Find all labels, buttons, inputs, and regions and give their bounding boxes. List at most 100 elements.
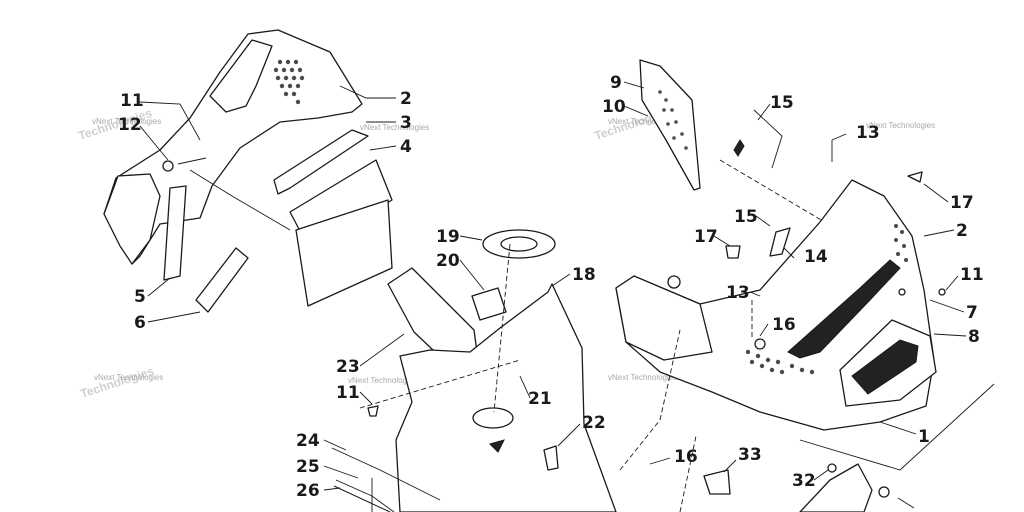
arrow-marker xyxy=(489,439,505,453)
foam-block-23 xyxy=(387,267,479,369)
watermark: vNext Technologies xyxy=(608,373,677,382)
watermark: vNext Technologies xyxy=(866,121,935,130)
decal-21 xyxy=(472,407,514,429)
fastener-32 xyxy=(827,463,837,473)
vent-holes xyxy=(273,59,305,105)
foam-strip-6 xyxy=(195,247,249,313)
callout-17: 17 xyxy=(950,193,974,213)
panel-lower-right xyxy=(799,463,873,512)
callout-18: 18 xyxy=(572,265,596,285)
callout-11: 11 xyxy=(960,265,984,285)
bracket-20 xyxy=(471,287,507,321)
trim-strip-24 xyxy=(331,447,441,501)
trim-strip-26 xyxy=(333,485,391,512)
deflector-vents xyxy=(658,90,688,150)
assembly-line xyxy=(619,329,681,471)
callout-11: 11 xyxy=(120,91,144,111)
callout-10: 10 xyxy=(602,97,626,117)
screw-11-center xyxy=(367,405,379,417)
grommet-16 xyxy=(754,338,766,350)
hood-vents xyxy=(745,349,815,375)
assembly-line xyxy=(719,159,829,225)
left-lower-panel xyxy=(103,173,161,265)
callout-13: 13 xyxy=(856,123,880,143)
watermark: vNext Technologies xyxy=(94,373,163,382)
deflector-9 xyxy=(639,59,701,191)
callout-16: 16 xyxy=(772,315,796,335)
grommet-17 xyxy=(667,275,681,289)
callout-15: 15 xyxy=(734,207,758,227)
windshield-15 xyxy=(753,109,783,169)
graphic-decal-7 xyxy=(787,259,901,359)
callout-25: 25 xyxy=(296,457,320,477)
callout-9: 9 xyxy=(610,73,622,93)
foam-strip-3 xyxy=(273,129,369,195)
callout-14: 14 xyxy=(804,247,828,267)
screw-11 xyxy=(177,157,207,165)
left-shroud-assembly xyxy=(103,29,393,313)
callout-12: 12 xyxy=(118,115,142,135)
callout-5: 5 xyxy=(134,287,146,307)
side-panel-left xyxy=(615,275,713,361)
callout-20: 20 xyxy=(436,251,460,271)
hood-base-line xyxy=(799,383,995,471)
assembly-line xyxy=(493,243,511,413)
bracket-14 xyxy=(769,227,791,257)
callout-23: 23 xyxy=(336,357,360,377)
console-18 xyxy=(395,283,617,512)
callout-24: 24 xyxy=(296,431,320,451)
decal-badge xyxy=(851,339,919,395)
left-side-panel-inner xyxy=(209,39,273,113)
clip-15 xyxy=(733,139,745,157)
callout-11: 11 xyxy=(336,383,360,403)
callout-8: 8 xyxy=(968,327,980,347)
callout-22: 22 xyxy=(582,413,606,433)
grommet-lower xyxy=(878,486,890,498)
fastener-11 xyxy=(938,288,946,296)
assembly-line xyxy=(189,169,291,231)
trim-strips xyxy=(331,447,441,512)
callout-4: 4 xyxy=(400,137,412,157)
callout-2: 2 xyxy=(956,221,968,241)
callout-13: 13 xyxy=(726,283,750,303)
trim-strip-25 xyxy=(335,479,395,512)
fastener-hole xyxy=(898,288,906,296)
watermark: vNext Technologies xyxy=(348,376,417,385)
watermark: vNext Technologies xyxy=(360,123,429,132)
callout-26: 26 xyxy=(296,481,320,501)
front-hood-assembly xyxy=(615,171,995,512)
watermark: vNext Technologies xyxy=(92,117,161,126)
callout-2: 2 xyxy=(400,89,412,109)
windshield-assembly xyxy=(639,59,829,225)
callout-17: 17 xyxy=(694,227,718,247)
latch-22 xyxy=(543,445,559,471)
cap-17 xyxy=(725,245,741,259)
callout-labels: 11 12 2 3 4 5 6 9 10 15 13 15 17 17 2 14… xyxy=(118,73,984,501)
callout-3: 3 xyxy=(400,113,412,133)
foam-strip-5 xyxy=(163,185,187,281)
callout-19: 19 xyxy=(436,227,460,247)
callout-15: 15 xyxy=(770,93,794,113)
callout-16: 16 xyxy=(674,447,698,467)
watermark-big: Technologies xyxy=(79,364,156,401)
center-console-assembly xyxy=(359,229,617,512)
side-vents xyxy=(894,224,908,262)
gasket-19-hole xyxy=(500,236,538,252)
callout-7: 7 xyxy=(966,303,978,323)
callout-6: 6 xyxy=(134,313,146,333)
rivet-12 xyxy=(162,160,174,172)
trim-33 xyxy=(703,469,731,495)
callout-1: 1 xyxy=(918,427,930,447)
cap-17b xyxy=(907,171,923,183)
callout-21: 21 xyxy=(528,389,552,409)
foam-pad-4b xyxy=(295,199,393,307)
leader-lines xyxy=(139,81,967,491)
callout-33: 33 xyxy=(738,445,762,465)
assembly-line xyxy=(679,435,697,512)
assembly-line xyxy=(359,359,521,409)
callout-32: 32 xyxy=(792,471,816,491)
watermark: vNext Technologies xyxy=(608,117,677,126)
screw-lower xyxy=(897,497,915,509)
